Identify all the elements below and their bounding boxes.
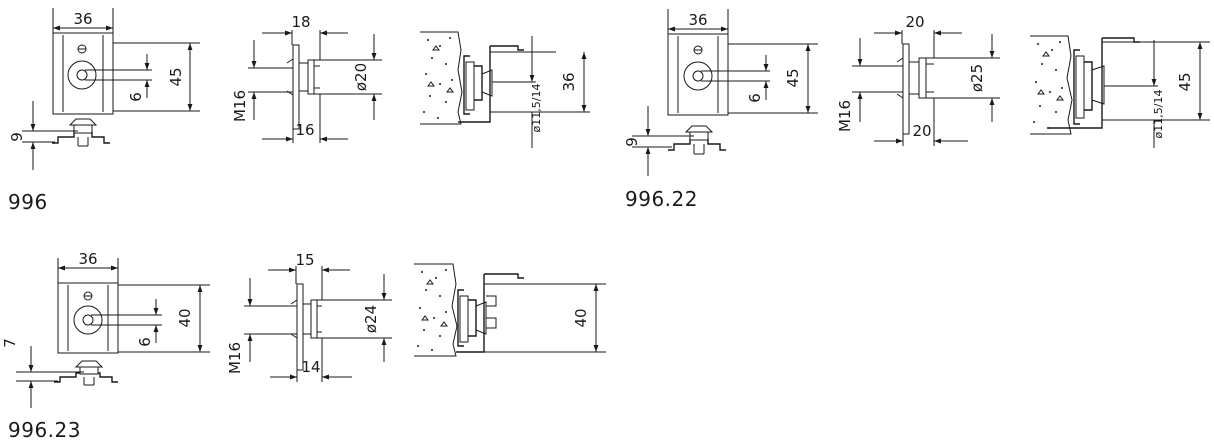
dim-offset: 6 — [136, 337, 154, 347]
dim-height: 45 — [167, 67, 185, 86]
dim-hole: ø11,5/14 — [1152, 90, 1165, 139]
side-view-996-23: 15 M16 ø24 14 — [226, 251, 392, 382]
dim-height: 40 — [176, 308, 194, 327]
section-view-996-22: 45 ø11,5/14 — [1030, 35, 1210, 148]
dim-thread: M16 — [231, 90, 249, 122]
dim-section-height: 40 — [572, 308, 590, 327]
dim-offset: 6 — [127, 92, 145, 102]
dim-thread: M16 — [836, 100, 854, 132]
product-996-22-drawings: 45 6 36 9 — [623, 9, 1210, 176]
product-996-drawings: 45 6 36 9 — [8, 8, 590, 170]
section-view-996-23: 40 — [414, 263, 606, 357]
dim-thread: M16 — [226, 342, 244, 374]
dim-clip: 9 — [8, 132, 26, 142]
product-code-996-22: 996.22 — [625, 187, 698, 211]
dim-diameter: ø20 — [352, 63, 370, 91]
product-code-996-23: 996.23 — [8, 418, 81, 442]
dim-clip: 9 — [623, 137, 641, 147]
product-code-996: 996 — [8, 190, 48, 214]
front-view-996-22: 45 6 36 9 — [623, 9, 818, 176]
dim-top: 18 — [291, 13, 310, 31]
front-view-996: 45 6 36 9 — [8, 8, 200, 170]
side-view-996-22: 20 M16 ø25 20 — [836, 13, 1000, 146]
dim-section-height: 36 — [560, 72, 578, 91]
dim-diameter: ø25 — [968, 64, 986, 92]
dim-width: 36 — [78, 250, 97, 268]
dim-width: 36 — [688, 11, 707, 29]
section-view-996: 36 ø11,5/14 — [420, 31, 590, 148]
dim-width: 36 — [73, 10, 92, 28]
dim-height: 45 — [784, 68, 802, 87]
dim-hole: ø11,5/14 — [530, 84, 543, 133]
dim-offset: 6 — [746, 93, 764, 103]
front-view-996-23: 40 6 36 7 — [1, 250, 210, 408]
dim-diameter: ø24 — [362, 305, 380, 333]
dim-top: 15 — [295, 251, 314, 269]
side-view-996: 18 M16 ø20 16 — [231, 13, 382, 143]
dim-clip: 7 — [1, 338, 19, 348]
dim-bottom: 16 — [295, 121, 314, 139]
product-996-23-drawings: 40 6 36 7 — [1, 250, 606, 408]
dim-bottom: 14 — [301, 358, 320, 376]
dim-bottom: 20 — [912, 122, 931, 140]
dim-section-height: 45 — [1176, 72, 1194, 91]
dim-top: 20 — [905, 13, 924, 31]
